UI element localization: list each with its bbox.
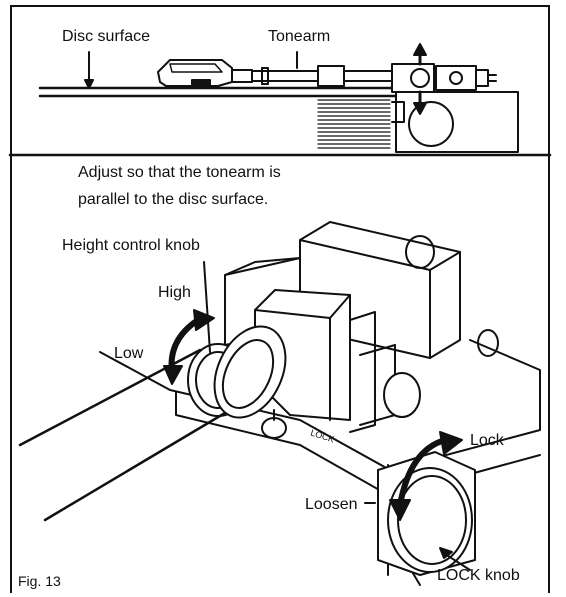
- rotation-arrow-icon: [389, 431, 463, 521]
- loosen-label: Loosen: [305, 496, 358, 513]
- headshell: [157, 59, 253, 87]
- rotation-arrow-icon: [163, 309, 215, 385]
- perspective-view: [18, 221, 541, 586]
- disc-surface-label: Disc surface: [62, 28, 151, 45]
- tonearm-pipe: [18, 325, 287, 522]
- tonearm-label: Tonearm: [268, 28, 331, 45]
- low-label: Low: [114, 345, 144, 362]
- height-control-knob-label: Height control knob: [62, 237, 200, 254]
- down-arrow-icon: [413, 90, 427, 115]
- instruction-line-1: Adjust so that the tonearm is: [78, 164, 281, 181]
- up-arrow-icon: [413, 43, 427, 66]
- figure-caption: Fig. 13: [18, 573, 61, 589]
- high-label: High: [158, 284, 191, 301]
- lock-knob: [377, 451, 476, 576]
- figure-frame: [10, 5, 550, 593]
- platter-edge-hatch: [317, 99, 391, 149]
- lock-label: Lock: [470, 432, 504, 449]
- side-view: [8, 43, 552, 157]
- lock-knob-label: LOCK knob: [437, 567, 520, 584]
- instruction-line-2: parallel to the disc surface.: [78, 191, 269, 208]
